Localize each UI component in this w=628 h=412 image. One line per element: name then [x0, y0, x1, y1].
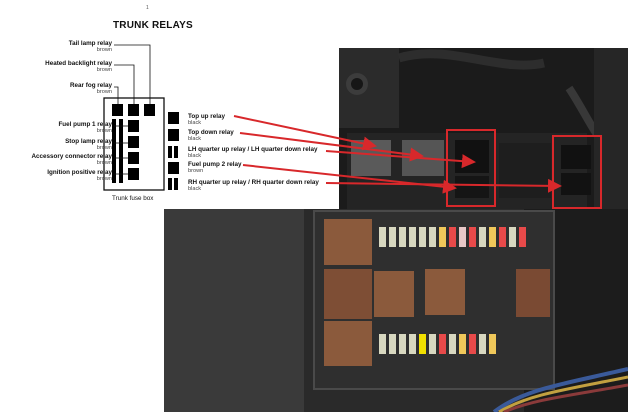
- label-top-down-relay: Top down relay: [188, 129, 234, 136]
- fuse-box-photo: [164, 209, 628, 412]
- fuse-box-caption: Trunk fuse box: [112, 195, 154, 202]
- relay-accessory-connector: [324, 321, 372, 366]
- schematic-relay-accessory: [128, 152, 139, 164]
- schematic-relay-lh-quarter-a: [168, 146, 172, 158]
- diagram-title: TRUNK RELAYS: [113, 20, 193, 31]
- fuse-box-photo-drawing: [164, 209, 628, 412]
- schematic-relay-fuel-pump-2: [168, 162, 179, 174]
- schematic-relay-ignition: [128, 168, 139, 180]
- arrow-top-up: [233, 115, 377, 151]
- color-heated-backlight-relay: brown: [96, 67, 112, 73]
- fuel-pump-2-relay-body: [455, 176, 489, 198]
- page-number: 1: [146, 5, 149, 11]
- label-tail-lamp-relay: Tail lamp relay: [68, 40, 112, 47]
- schematic-relay-heated-backlight: [128, 104, 139, 116]
- label-heated-backlight-relay: Heated backlight relay: [45, 60, 112, 67]
- highlight-box-left: [446, 129, 496, 207]
- color-fuel-pump-2-relay: brown: [188, 168, 204, 174]
- arrow-lh-quarter: [325, 150, 476, 169]
- label-stop-lamp-relay: Stop lamp relay: [65, 138, 112, 145]
- label-lh-quarter-relay: LH quarter up relay / LH quarter down re…: [188, 146, 318, 153]
- schematic-relay-rh-quarter-a: [168, 178, 172, 190]
- color-top-down-relay: black: [188, 136, 202, 142]
- arrow-rh-quarter: [325, 178, 562, 193]
- color-top-up-relay: black: [188, 120, 202, 126]
- highlight-box-right: [552, 135, 602, 209]
- color-tail-lamp-relay: brown: [96, 47, 112, 53]
- relay-tail-lamp: [324, 219, 372, 265]
- rh-quarter-up-relay-body: [561, 145, 591, 169]
- label-fuel-pump-1-relay: Fuel pump 1 relay: [58, 121, 112, 128]
- schematic-relay-tail-lamp: [112, 104, 123, 116]
- schematic-relay-top-up: [168, 112, 179, 124]
- label-ignition-positive-relay: Ignition positive relay: [47, 169, 112, 176]
- label-fuel-pump-2-relay: Fuel pump 2 relay: [188, 161, 242, 168]
- label-rear-fog-relay: Rear fog relay: [70, 82, 112, 89]
- color-rear-fog-relay: brown: [96, 89, 112, 95]
- schematic-relay-top-down: [168, 129, 179, 141]
- label-top-up-relay: Top up relay: [188, 113, 225, 120]
- label-rh-quarter-relay: RH quarter up relay / RH quarter down re…: [188, 179, 319, 186]
- schematic-relay-fuel-pump-1: [128, 120, 139, 132]
- color-lh-quarter-relay: black: [188, 153, 202, 159]
- schematic-relay-rear-fog: [144, 104, 155, 116]
- relay-heated-backlight: [324, 269, 372, 319]
- relay-rear-fog: [374, 271, 414, 317]
- arrow-top-down: [239, 132, 424, 162]
- schematic-relay-rh-quarter-b: [174, 178, 178, 190]
- color-rh-quarter-relay: black: [188, 186, 202, 192]
- rh-quarter-down-relay-body: [561, 173, 591, 195]
- schematic-relay-lh-quarter-b: [174, 146, 178, 158]
- label-accessory-connector-relay: Accessory connector relay: [31, 153, 112, 160]
- relay-fuel-pump-1: [425, 269, 465, 315]
- relay-stop-lamp: [516, 269, 550, 317]
- schematic-relay-stop-lamp: [128, 136, 139, 148]
